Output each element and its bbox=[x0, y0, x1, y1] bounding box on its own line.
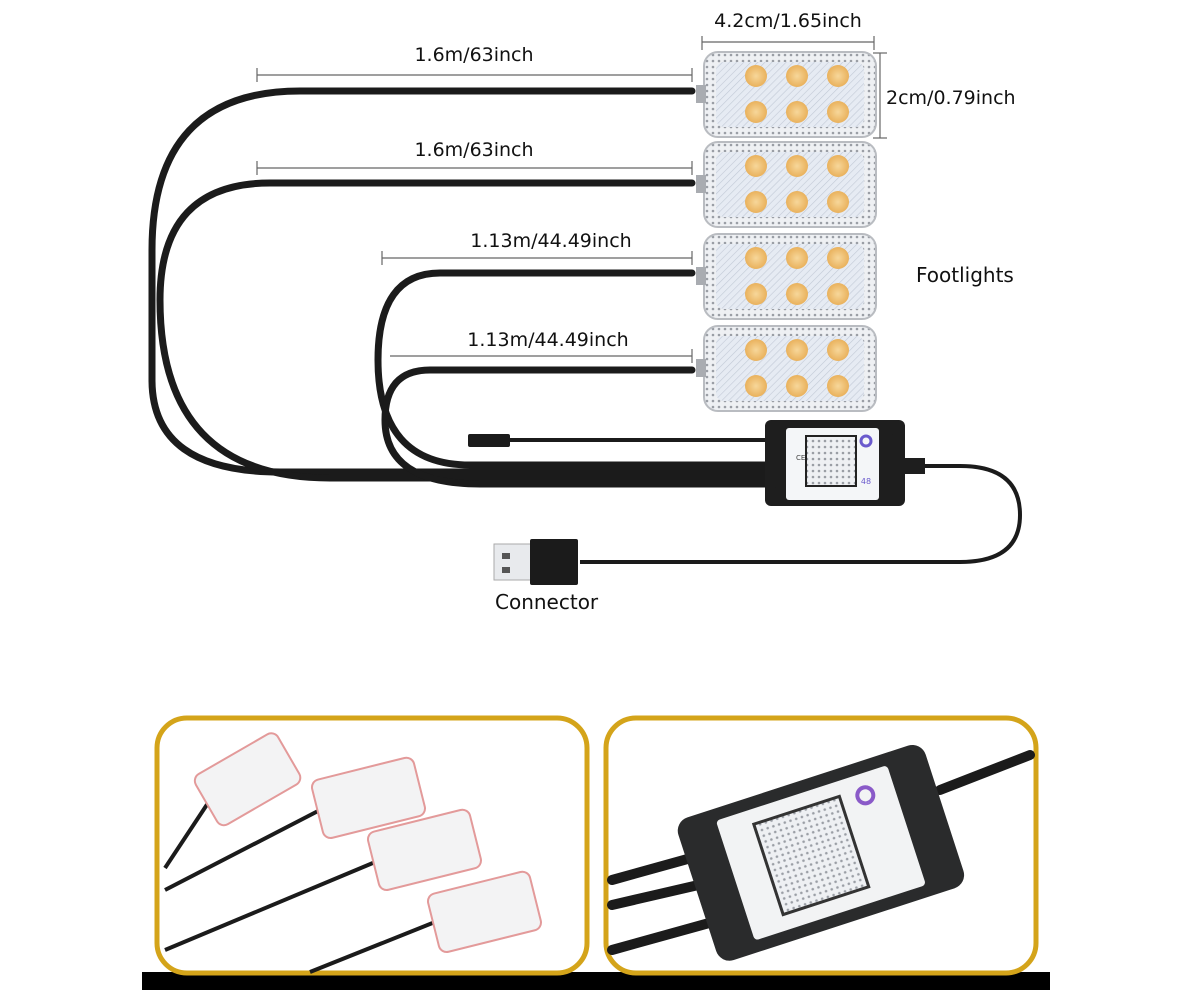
controller-badge: 48 bbox=[861, 477, 871, 486]
footlight-2 bbox=[695, 141, 877, 228]
cable-length-label-2: 1.6m/63inch bbox=[414, 139, 533, 161]
cable-4 bbox=[381, 366, 774, 488]
footlight-1 bbox=[695, 51, 877, 138]
footlights-label: Footlights bbox=[916, 263, 1014, 287]
color-wheel-icon bbox=[859, 434, 873, 448]
usb-cable bbox=[580, 464, 1023, 564]
footlight-3 bbox=[695, 233, 877, 320]
cable-length-label-4: 1.13m/44.49inch bbox=[467, 329, 628, 351]
controller-photo bbox=[603, 715, 1039, 976]
controller-box: 48 CE bbox=[765, 420, 925, 506]
cable-length-label-1: 1.6m/63inch bbox=[414, 44, 533, 66]
bottom-bar bbox=[142, 972, 1050, 990]
connector-label: Connector bbox=[495, 590, 599, 614]
ce-mark: CE bbox=[796, 454, 805, 462]
cable-bundle bbox=[148, 87, 1023, 564]
cable-length-label-3: 1.13m/44.49inch bbox=[470, 230, 631, 252]
light-height-label: 2cm/0.79inch bbox=[886, 87, 1016, 109]
cable-1 bbox=[148, 87, 774, 476]
aux-plug bbox=[468, 434, 510, 447]
footlight-4 bbox=[695, 325, 877, 412]
cable-3 bbox=[374, 269, 774, 469]
cable-2 bbox=[156, 179, 774, 482]
usb-connector bbox=[493, 539, 578, 585]
qr-code bbox=[805, 435, 857, 487]
light-width-label: 4.2cm/1.65inch bbox=[714, 10, 862, 32]
dimension-lines bbox=[256, 36, 887, 363]
footlights-photo bbox=[154, 715, 590, 976]
